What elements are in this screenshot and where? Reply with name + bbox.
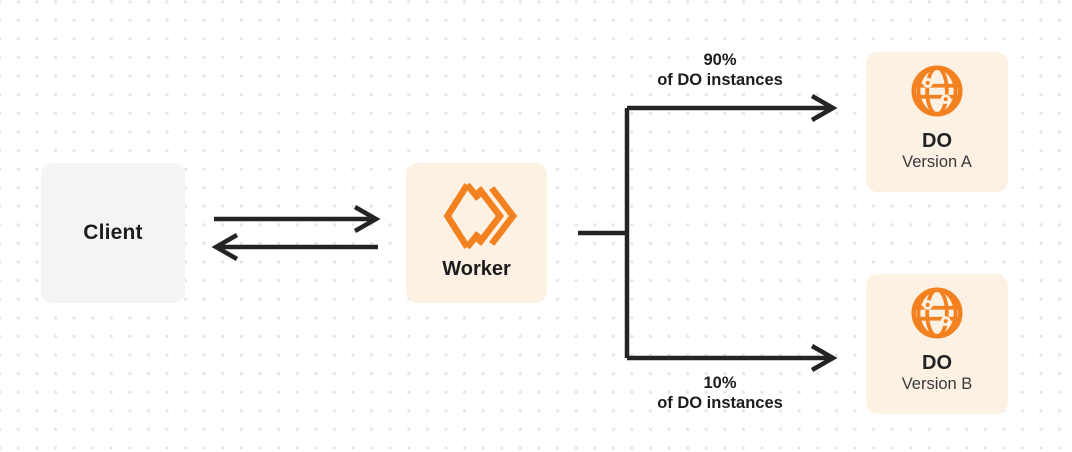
do-a-title: DO	[922, 130, 952, 152]
cloudflare-workers-icon	[443, 182, 517, 250]
do-version-a-node: DO Version A	[866, 52, 1008, 192]
do-b-title: DO	[922, 352, 952, 374]
branch-bottom-line	[627, 344, 838, 372]
worker-label: Worker	[442, 258, 511, 280]
top-branch-percent: 90%	[703, 51, 737, 69]
branch-top-line	[627, 94, 838, 122]
top-branch-label: 90% of DO instances	[610, 50, 830, 90]
branch-trunk-line	[578, 108, 630, 358]
client-label: Client	[83, 221, 143, 244]
bottom-branch-label: 10% of DO instances	[610, 373, 830, 413]
arrow-worker-to-client	[211, 233, 378, 261]
arrow-client-to-worker	[214, 205, 381, 233]
do-b-subtitle: Version B	[901, 375, 973, 393]
do-version-b-node: DO Version B	[866, 274, 1008, 414]
bottom-branch-caption: of DO instances	[657, 394, 783, 412]
durable-object-globe-icon	[911, 65, 963, 117]
worker-node: Worker	[406, 163, 547, 303]
do-a-subtitle: Version A	[902, 153, 972, 171]
bottom-branch-percent: 10%	[703, 374, 737, 392]
top-branch-caption: of DO instances	[657, 71, 783, 89]
durable-object-globe-icon	[911, 287, 963, 339]
client-node: Client	[41, 163, 185, 303]
